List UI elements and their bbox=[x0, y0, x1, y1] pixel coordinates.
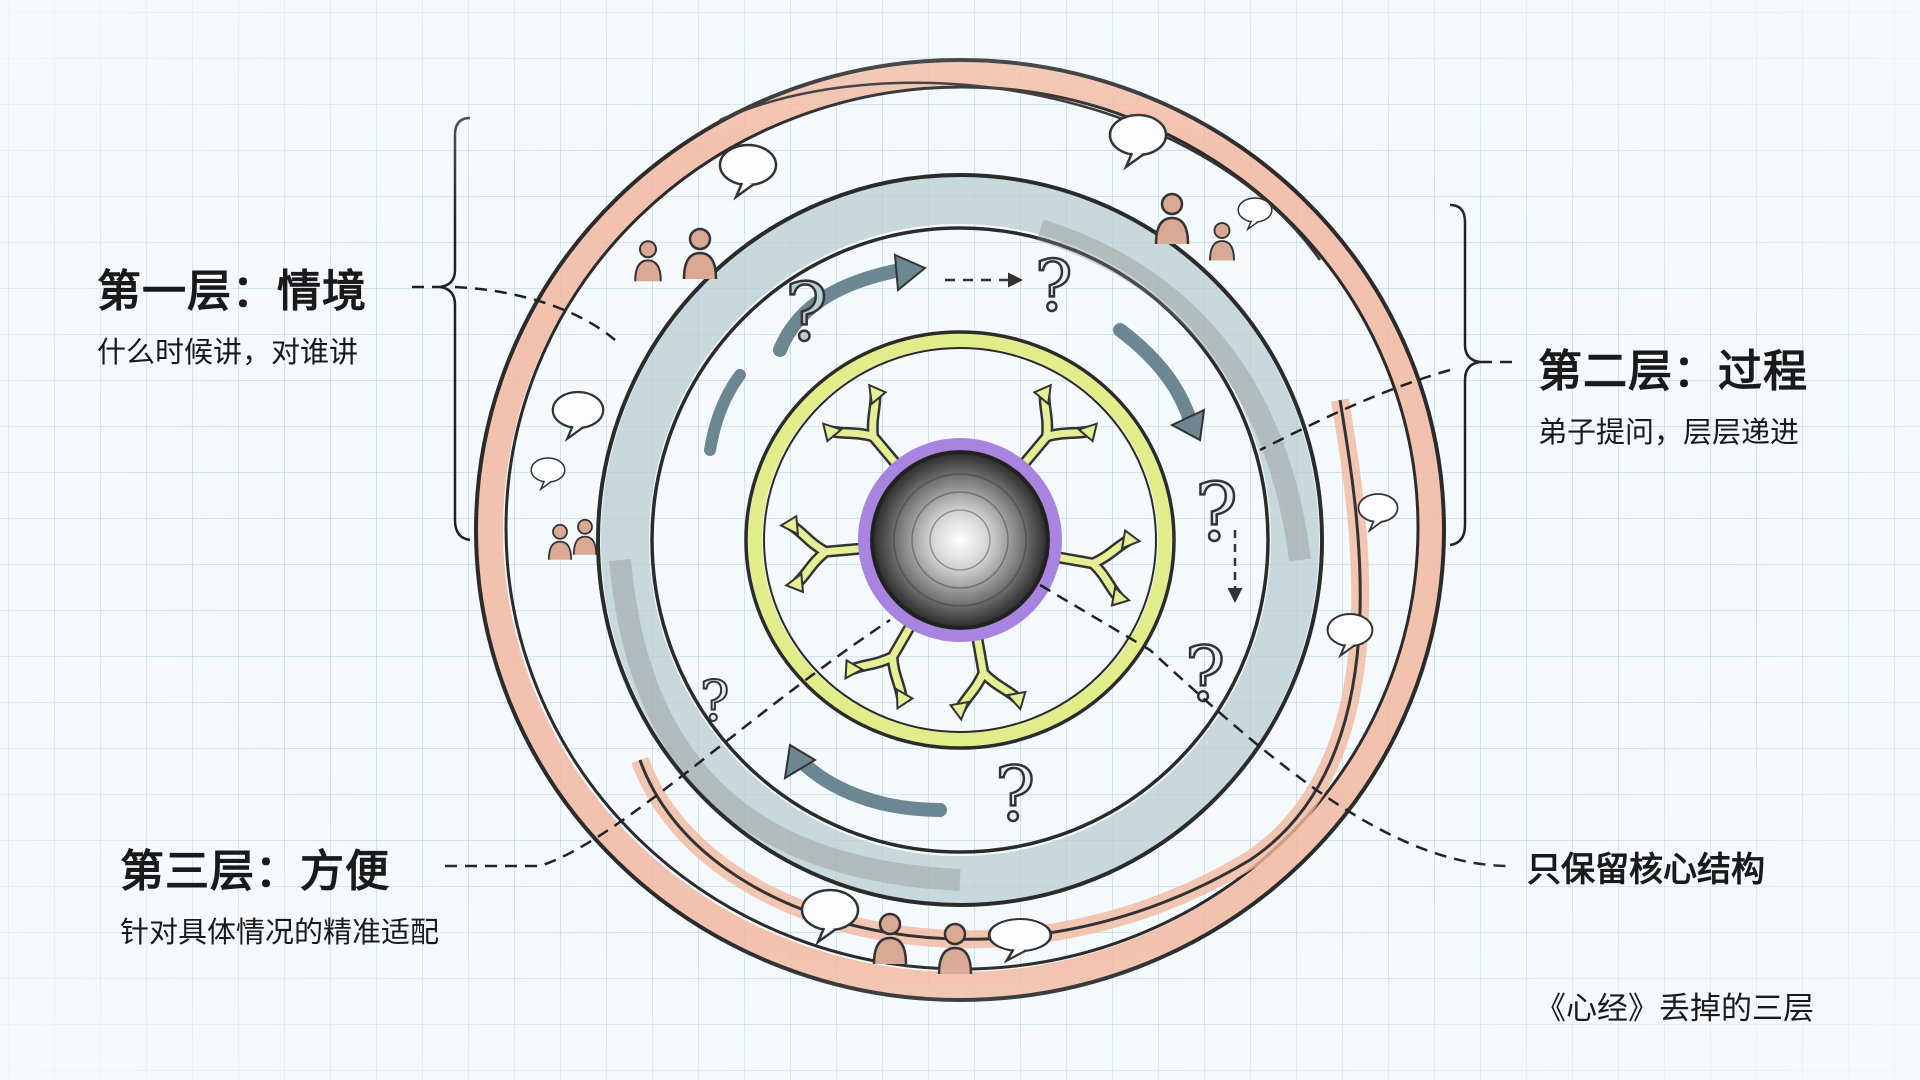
question-mark-icon: ? bbox=[700, 669, 730, 733]
person-icon bbox=[682, 227, 718, 281]
person-icon bbox=[547, 523, 573, 561]
core bbox=[858, 438, 1062, 642]
speech-bubble-icon bbox=[718, 143, 778, 199]
layer-1-title: 第一层：情境 bbox=[97, 266, 367, 317]
layer-1-brace bbox=[439, 116, 471, 542]
layer-3-subtitle: 针对具体情况的精准适配 bbox=[120, 915, 440, 949]
layer-2-subtitle: 弟子提问，层层递进 bbox=[1538, 415, 1800, 449]
diagram-caption: 《心经》丢掉的三层 bbox=[1535, 991, 1814, 1027]
branching-arrow-icon bbox=[780, 510, 868, 593]
core-structure-label: 只保留核心结构 bbox=[1527, 850, 1765, 890]
person-icon bbox=[572, 518, 598, 556]
layer-3-label: 第三层：方便 针对具体情况的精准适配 bbox=[120, 835, 439, 951]
layer-2-title: 第二层：过程 bbox=[1538, 346, 1808, 397]
speech-bubble-icon bbox=[1108, 113, 1168, 169]
layer-2-brace bbox=[1449, 203, 1481, 547]
question-mark-icon: ? bbox=[1195, 466, 1238, 559]
layer-1-label: 第一层：情境 什么时候讲，对谁讲 bbox=[97, 255, 367, 371]
layer-2-label: 第二层：过程 弟子提问，层层递进 bbox=[1538, 335, 1808, 451]
speech-bubble-icon bbox=[1237, 197, 1273, 230]
person-icon bbox=[634, 240, 662, 283]
speech-bubble-icon bbox=[530, 457, 566, 490]
layer-3-title: 第三层：方便 bbox=[120, 846, 390, 897]
person-icon bbox=[1209, 222, 1235, 262]
speech-bubble-icon bbox=[800, 888, 860, 944]
question-mark-icon: ? bbox=[1035, 245, 1073, 327]
question-mark-icon: ? bbox=[1185, 630, 1225, 718]
speech-bubble-icon bbox=[551, 390, 605, 440]
question-mark-icon: ? bbox=[785, 266, 828, 359]
speech-bubble-icon bbox=[987, 917, 1053, 962]
person-icon bbox=[1154, 192, 1190, 246]
question-mark-icon: ? bbox=[995, 750, 1035, 838]
layer-1-subtitle: 什么时候讲，对谁讲 bbox=[97, 335, 359, 369]
